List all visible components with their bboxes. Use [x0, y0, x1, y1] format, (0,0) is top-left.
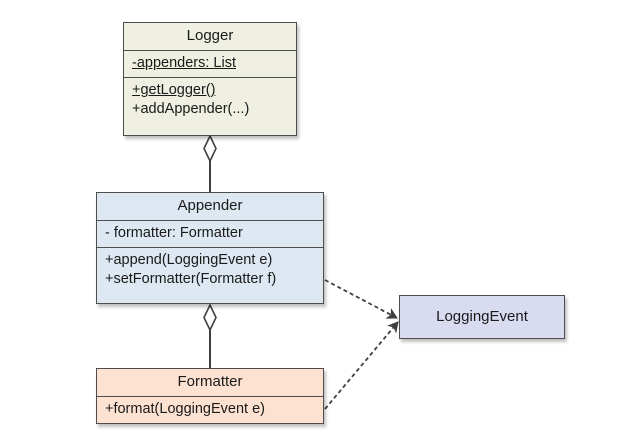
attribute-row: - formatter: Formatter: [105, 225, 243, 241]
formatter-class[interactable]: Formatter +format(LoggingEvent e): [96, 368, 324, 424]
aggregation-diamond-icon: [203, 303, 217, 332]
aggregation-logger-appender: [203, 134, 217, 192]
dependency-appender-loggingevent: [324, 279, 398, 319]
class-name: Logger: [124, 23, 296, 51]
class-name: LoggingEvent: [436, 308, 528, 325]
methods-section: +getLogger() +addAppender(...): [124, 77, 296, 123]
loggingevent-class[interactable]: LoggingEvent: [399, 295, 565, 339]
attributes-section: - formatter: Formatter: [97, 221, 323, 247]
class-name: Appender: [97, 193, 323, 221]
method-row: +append(LoggingEvent e): [105, 252, 273, 268]
attributes-section: -appenders: List: [124, 51, 296, 77]
method-row: +addAppender(...): [132, 101, 250, 117]
attribute-row: -appenders: List: [132, 55, 236, 71]
aggregation-appender-formatter: [203, 303, 217, 368]
logger-class[interactable]: Logger -appenders: List +getLogger() +ad…: [123, 22, 297, 136]
method-row: +setFormatter(Formatter f): [105, 271, 277, 287]
dependency-formatter-loggingevent: [324, 321, 399, 410]
method-row: +format(LoggingEvent e): [105, 401, 265, 417]
methods-section: +format(LoggingEvent e): [97, 397, 323, 423]
appender-class[interactable]: Appender - formatter: Formatter +append(…: [96, 192, 324, 304]
class-name: Formatter: [97, 369, 323, 397]
method-row: +getLogger(): [132, 82, 216, 98]
aggregation-diamond-icon: [203, 134, 217, 163]
methods-section: +append(LoggingEvent e) +setFormatter(Fo…: [97, 247, 323, 293]
